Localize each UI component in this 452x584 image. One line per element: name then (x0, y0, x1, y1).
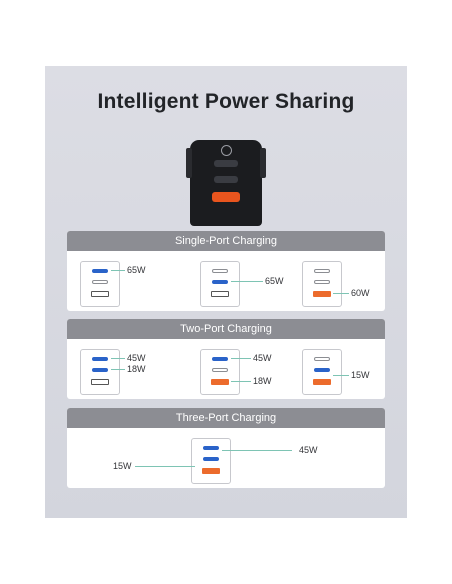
product-panel: Intelligent Power Sharing Single-Port Ch… (45, 66, 407, 518)
usb-c-port-icon (314, 368, 330, 372)
usb-c-port-icon (314, 357, 330, 361)
power-label: 18W (127, 364, 146, 374)
usb-a-port-icon (91, 379, 109, 385)
port-diagram (302, 261, 342, 307)
charger-usb-c-port-1 (214, 160, 238, 167)
power-label: 65W (265, 276, 284, 286)
port-diagram (80, 349, 120, 395)
charger-prong-right (260, 148, 266, 178)
brand-logo-icon (221, 145, 232, 156)
power-label: 15W (351, 370, 370, 380)
usb-a-port-icon (91, 291, 109, 297)
usb-c-port-icon (212, 269, 228, 273)
charger-usb-a-port (212, 192, 240, 202)
charger-prong-left (186, 148, 192, 178)
section-two-port: Two-Port Charging 45W 18W 45W 18W 15W (67, 319, 385, 399)
leader-line (111, 270, 125, 271)
leader-line (333, 375, 349, 376)
usb-a-port-icon (211, 291, 229, 297)
port-diagram (200, 261, 240, 307)
power-label: 18W (253, 376, 272, 386)
power-label: 60W (351, 288, 370, 298)
port-diagram (200, 349, 240, 395)
usb-a-port-icon (202, 468, 220, 474)
usb-c-port-icon (92, 368, 108, 372)
power-label: 15W (113, 461, 132, 471)
port-diagram (191, 438, 231, 484)
usb-c-port-icon (92, 357, 108, 361)
leader-line (231, 358, 251, 359)
usb-a-port-icon (211, 379, 229, 385)
usb-c-port-icon (212, 280, 228, 284)
port-diagram (80, 261, 120, 307)
leader-line (111, 358, 125, 359)
usb-c-port-icon (314, 280, 330, 284)
section-three-port: Three-Port Charging 45W 15W (67, 408, 385, 488)
usb-c-port-icon (203, 457, 219, 461)
section-heading: Single-Port Charging (67, 231, 385, 251)
usb-c-port-icon (314, 269, 330, 273)
usb-c-port-icon (212, 357, 228, 361)
leader-line (231, 281, 263, 282)
power-label: 45W (127, 353, 146, 363)
usb-a-port-icon (313, 291, 331, 297)
power-label: 65W (127, 265, 146, 275)
port-diagram (302, 349, 342, 395)
leader-line (222, 450, 292, 451)
usb-c-port-icon (212, 368, 228, 372)
section-heading: Three-Port Charging (67, 408, 385, 428)
usb-c-port-icon (92, 280, 108, 284)
usb-c-port-icon (92, 269, 108, 273)
leader-line (231, 381, 251, 382)
leader-line (111, 369, 125, 370)
power-label: 45W (299, 445, 318, 455)
charger-usb-c-port-2 (214, 176, 238, 183)
section-heading: Two-Port Charging (67, 319, 385, 339)
charger-image (186, 140, 266, 226)
page-title: Intelligent Power Sharing (97, 90, 355, 113)
leader-line (333, 293, 349, 294)
leader-line (135, 466, 195, 467)
usb-a-port-icon (313, 379, 331, 385)
section-single-port: Single-Port Charging 65W 65W 60W (67, 231, 385, 311)
usb-c-port-icon (203, 446, 219, 450)
power-label: 45W (253, 353, 272, 363)
